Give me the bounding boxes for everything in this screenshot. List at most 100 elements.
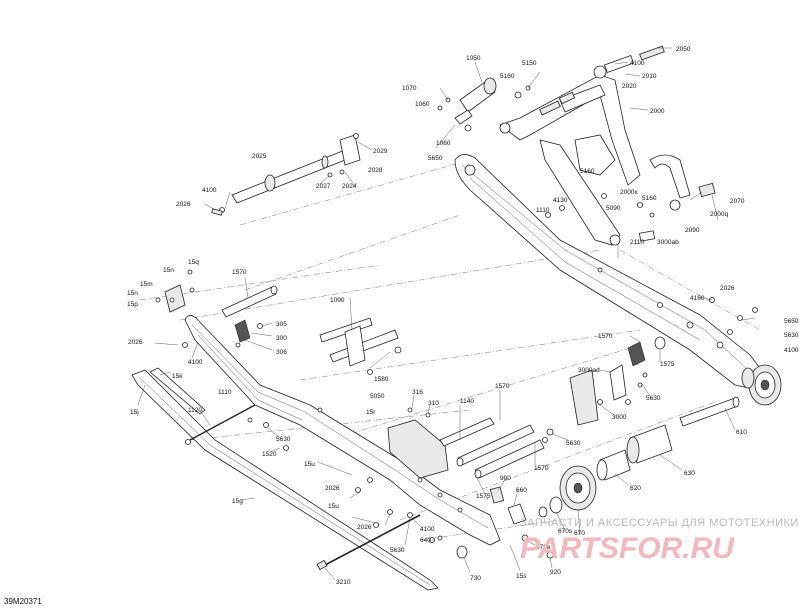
label-5650-top: 5650	[428, 155, 443, 162]
rear-idler-wheel	[741, 364, 782, 406]
label-2024: 2024	[342, 183, 357, 190]
label-15s: 15s	[516, 573, 527, 580]
label-2010: 2010	[642, 73, 657, 80]
label-3000ad: 3000ad	[578, 367, 600, 374]
label-5630-c: 5630	[566, 440, 581, 447]
label-5650-right: 5650	[784, 318, 799, 325]
label-5160-b: 5160	[642, 195, 657, 202]
bolt-1110-left	[185, 404, 256, 445]
label-5160-a: 5160	[580, 168, 595, 175]
label-2000q: 2000q	[710, 211, 728, 218]
part-labels: 2050 4100 2010 2020 2000 1050 5150 1070 …	[127, 46, 799, 586]
label-1570-d: 1570	[534, 465, 549, 472]
label-2029: 2029	[373, 148, 388, 155]
label-670s: 670s	[558, 528, 573, 535]
label-1575-a: 1575	[660, 361, 675, 368]
label-2026-lower-a: 2026	[325, 485, 340, 492]
label-4100-lower: 4100	[420, 526, 435, 533]
label-15g: 15g	[232, 498, 243, 505]
upper-axle	[211, 133, 361, 216]
label-3000ab: 3000ab	[657, 239, 679, 246]
label-620: 620	[630, 485, 641, 492]
label-15j: 15j	[130, 409, 139, 416]
label-1570-c: 1570	[495, 383, 510, 390]
label-3210: 3210	[336, 579, 351, 586]
rod-1570-upper	[221, 285, 278, 318]
label-2110: 2110	[630, 239, 644, 246]
label-920: 920	[550, 569, 561, 576]
label-316: 316	[412, 389, 423, 396]
shaft-610	[679, 396, 740, 427]
label-1580: 1580	[374, 376, 389, 383]
label-15r: 15r	[366, 409, 376, 416]
label-2090: 2090	[685, 227, 700, 234]
label-2000: 2000	[650, 108, 665, 115]
wheel-670	[538, 465, 597, 518]
label-2026-right: 2026	[720, 285, 735, 292]
label-2027: 2027	[316, 183, 331, 190]
label-2028: 2028	[368, 167, 383, 174]
label-2026-lower-b: 2026	[357, 524, 372, 531]
label-4100-axle: 4100	[202, 187, 217, 194]
label-640: 640	[420, 537, 431, 544]
label-2026-left: 2026	[128, 339, 143, 346]
front-arm-assembly	[499, 45, 716, 246]
left-bracket	[155, 269, 195, 313]
long-bolt-3210	[316, 514, 421, 571]
label-1090: 1090	[330, 297, 345, 304]
label-5630-left: 5630	[276, 436, 291, 443]
label-5050: 5050	[370, 393, 385, 400]
spacers-620-630	[596, 424, 673, 481]
label-1060-a: 1060	[415, 101, 430, 108]
label-1060-b: 1060	[436, 140, 451, 147]
leader-lines	[137, 47, 756, 581]
label-15u-b: 15u	[328, 503, 339, 510]
slide-strip	[131, 367, 439, 591]
label-4100-left: 4100	[188, 359, 203, 366]
label-1140: 1140	[460, 398, 474, 405]
left-rail	[184, 315, 501, 546]
label-2025: 2025	[252, 153, 267, 160]
crossbar-1090	[319, 317, 402, 375]
label-2000x: 2000x	[620, 189, 638, 196]
label-15n-b: 15n	[127, 290, 138, 297]
label-900: 900	[500, 475, 511, 482]
label-1575-b: 1575	[476, 493, 491, 500]
label-5160-top: 5160	[500, 73, 515, 80]
label-4100-top: 4100	[630, 60, 645, 67]
watermark: ЗАПЧАСТИ И АКСЕССУАРЫ ДЛЯ МОТОТЕХНИКИ PA…	[520, 517, 798, 565]
label-3000: 3000	[612, 414, 627, 421]
label-610: 610	[736, 429, 747, 436]
label-1050: 1050	[466, 55, 481, 62]
shock-assembly	[437, 77, 531, 132]
label-4130: 4130	[553, 197, 568, 204]
label-15u-a: 15u	[304, 461, 315, 468]
label-1110-left: 1110	[218, 389, 232, 396]
label-15n-a: 15n	[163, 267, 174, 274]
label-1070: 1070	[402, 85, 417, 92]
label-4160: 4160	[690, 295, 705, 302]
label-1570-b: 1570	[598, 333, 613, 340]
label-300: 300	[276, 335, 287, 342]
label-15q: 15q	[188, 259, 199, 266]
label-4100-right: 4100	[784, 347, 799, 354]
label-2020: 2020	[622, 83, 637, 90]
bracket-3000	[569, 364, 648, 426]
label-670: 670	[574, 530, 585, 537]
label-15k: 15k	[172, 373, 183, 380]
center-rods	[439, 417, 554, 479]
watermark-brand: PARTSFOR.RU	[520, 532, 735, 565]
label-306: 306	[276, 349, 287, 356]
label-15p: 15p	[127, 301, 138, 308]
slider-block	[387, 407, 449, 479]
label-670e: 670e	[536, 544, 551, 551]
bushing-1575	[627, 336, 666, 367]
label-2070: 2070	[730, 198, 745, 205]
label-5630-lower: 5630	[390, 547, 405, 554]
label-1520: 1520	[262, 451, 277, 458]
label-1120: 1120	[188, 407, 202, 414]
label-5630-right: 5630	[784, 332, 799, 339]
diagram-code: 39M20371	[4, 597, 42, 606]
label-2050: 2050	[676, 46, 691, 53]
